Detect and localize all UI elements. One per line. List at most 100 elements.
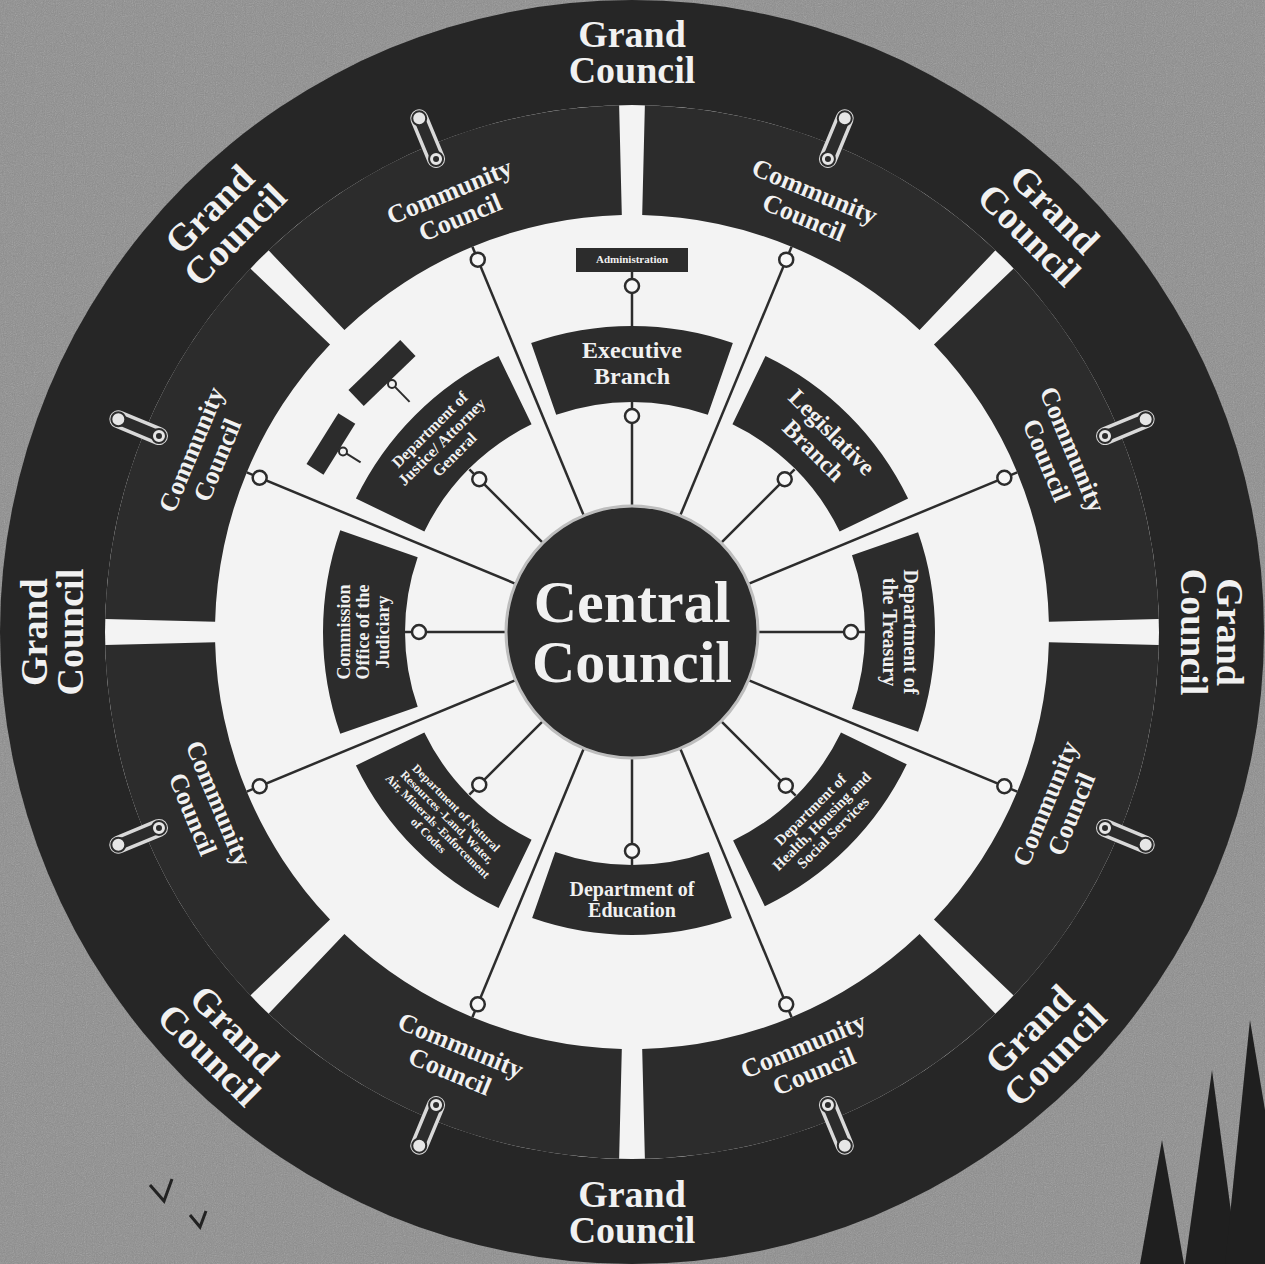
ring-label: Grand Council	[552, 1176, 712, 1248]
text-holder: Commission Office of the Judiciary	[335, 560, 393, 704]
connector-dot	[339, 448, 347, 456]
text-holder: Department of the Treasury	[878, 560, 921, 704]
node-label: Commission Office of the Judiciary	[335, 560, 393, 704]
sector-shape	[934, 642, 1159, 995]
connector-dot	[778, 472, 792, 486]
connector-dot	[472, 778, 486, 792]
key-knob	[1139, 838, 1153, 852]
key-knob	[1098, 821, 1112, 835]
arc-shape	[716, 716, 919, 919]
key-pin	[1102, 433, 1108, 439]
connector-dot	[253, 779, 267, 793]
key-knob	[1139, 412, 1153, 426]
arc-shape	[323, 530, 418, 734]
key-knob	[152, 821, 166, 835]
node-label: Executive Branch	[560, 338, 704, 390]
connector-dot	[253, 471, 267, 485]
blank-box-shape	[307, 413, 356, 474]
key-symbol	[1098, 412, 1153, 443]
node-label: Administration	[584, 254, 680, 266]
box-shape	[576, 248, 688, 272]
sector-shape	[269, 934, 622, 1159]
key-knob	[111, 838, 125, 852]
key-symbol	[111, 412, 166, 443]
key-pin	[825, 156, 831, 162]
connector-dot	[471, 253, 485, 267]
connector-line	[469, 721, 543, 795]
key-pin	[433, 156, 439, 162]
blank-box-shape	[348, 340, 415, 406]
connector-dot	[997, 471, 1011, 485]
central-council-circle: Central Council	[504, 504, 760, 760]
community-council-segment: Community Council	[642, 933, 1027, 1204]
connector-dot	[388, 380, 396, 388]
community-council-segment: Community Council	[933, 237, 1204, 622]
sector-shape	[642, 105, 995, 330]
community-council-segment: Community Council	[237, 933, 622, 1204]
community-council-segment: Community Council	[60, 642, 331, 1027]
connector-dot	[779, 253, 793, 267]
ring-label: Grand Council	[16, 552, 88, 712]
key-symbol	[821, 111, 852, 166]
sector-shape	[269, 105, 622, 330]
circle-shape	[506, 506, 758, 758]
connector-dot	[472, 472, 486, 486]
department-box: Department of the Treasury	[865, 542, 935, 722]
key-pin	[433, 1102, 439, 1108]
sector-shape	[934, 269, 1159, 622]
label-holder: Grand Council	[1176, 552, 1248, 712]
community-council-segment: Community Council	[642, 60, 1027, 331]
connector-dot	[779, 779, 793, 793]
connector-dot	[997, 779, 1011, 793]
tree-silhouettes	[1140, 1020, 1265, 1264]
key-knob	[111, 412, 125, 426]
key-pin	[1102, 825, 1108, 831]
community-council-segment: Community Council	[60, 237, 331, 622]
connector-dot	[412, 625, 426, 639]
node-label: Department of Education	[560, 879, 704, 922]
connector-dot	[779, 997, 793, 1011]
key-knob	[838, 111, 852, 125]
key-knob	[412, 111, 426, 125]
branch-box: Executive Branch	[542, 326, 722, 402]
connector-dot	[471, 997, 485, 1011]
sector-shape	[642, 934, 995, 1159]
bird-marks	[150, 1179, 206, 1227]
ring-label: Grand Council	[552, 16, 712, 88]
text-holder: Executive Branch	[560, 338, 704, 390]
key-pin	[156, 433, 162, 439]
arc-shape	[531, 326, 733, 415]
text-holder: Department of Education	[560, 879, 704, 922]
key-knob	[821, 152, 835, 166]
key-knob	[412, 1139, 426, 1153]
inner-ground	[105, 105, 1159, 1159]
blank-box	[307, 413, 356, 474]
connector-line	[721, 469, 795, 543]
blank-box	[348, 340, 415, 406]
key-symbol	[412, 111, 443, 166]
key-pin	[825, 1102, 831, 1108]
arc-shape	[344, 344, 549, 549]
arc-shape	[344, 714, 549, 919]
key-pin	[156, 825, 162, 831]
arc-shape	[532, 852, 732, 935]
key-symbol	[111, 821, 166, 852]
arc-shape	[852, 532, 935, 732]
connector-line	[469, 469, 543, 543]
label-holder: Grand Council	[16, 552, 88, 712]
key-knob	[152, 429, 166, 443]
department-box: Commission Office of the Judiciary	[323, 542, 405, 722]
key-knob	[429, 1098, 443, 1112]
tree	[1225, 1020, 1265, 1264]
ring-label: Grand Council	[1176, 552, 1248, 712]
key-knob	[821, 1098, 835, 1112]
tree	[1140, 1140, 1184, 1264]
sector-shape	[105, 642, 330, 995]
key-knob	[429, 152, 443, 166]
connector-dot	[625, 279, 639, 293]
community-council-segment: Community Council	[933, 642, 1204, 1027]
text-holder: Central Council	[516, 572, 748, 692]
label-holder: Grand Council	[552, 1176, 712, 1248]
